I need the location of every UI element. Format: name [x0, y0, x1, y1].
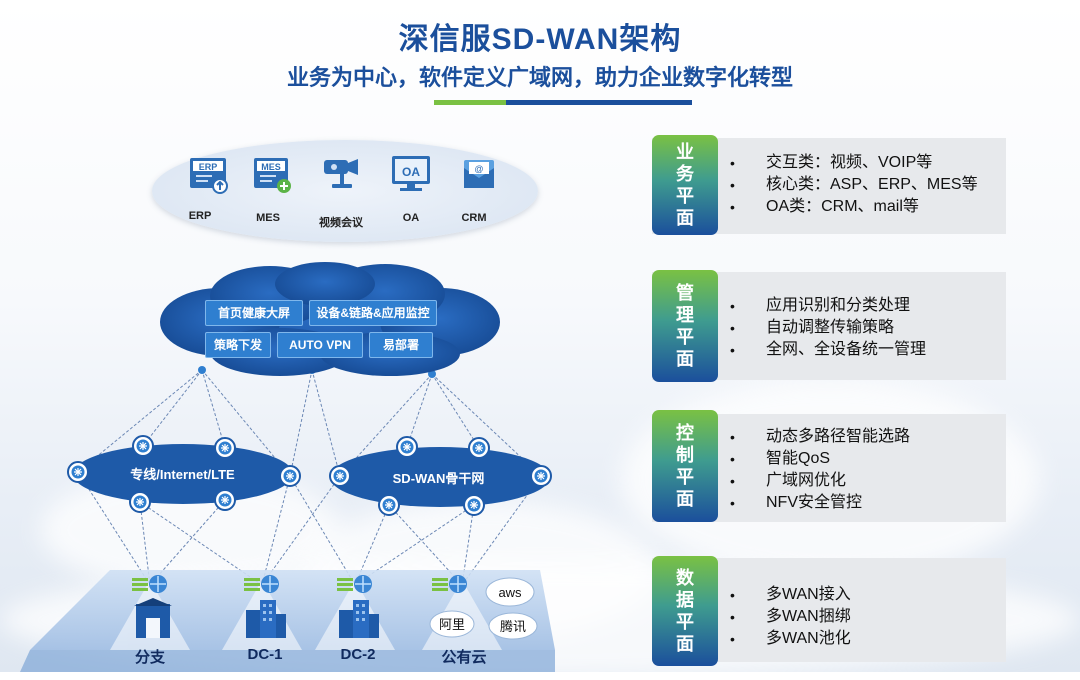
list-item: 多WAN接入 [730, 584, 851, 606]
list-item: 多WAN捆绑 [730, 606, 851, 628]
router-node-icon [378, 494, 400, 516]
list-item: 自动调整传输策略 [730, 317, 926, 339]
app-label-erp: ERP [188, 210, 212, 222]
plane-list-control: 动态多路径智能选路 智能QoS 广域网优化 NFV安全管控 [730, 426, 910, 514]
mgmt-easy-deploy: 易部署 [369, 332, 433, 358]
plane-list-management: 应用识别和分类处理 自动调整传输策略 全网、全设备统一管理 [730, 295, 926, 361]
title-underline-green [434, 100, 506, 105]
public-cloud-icon: aws 阿里 腾讯 [429, 575, 538, 640]
site-label-dc2: DC-2 [340, 646, 376, 663]
router-node-icon [67, 461, 89, 483]
crm-icon-text: @ [474, 164, 483, 174]
erp-icon-text: ERP [199, 162, 218, 172]
mgmt-monitoring: 设备&链路&应用监控 [309, 300, 437, 326]
datacenter-building-icon [337, 575, 379, 638]
list-item: 智能QoS [730, 448, 910, 470]
router-node-icon [279, 465, 301, 487]
plane-list-business: 交互类：视频、VOIP等 核心类：ASP、ERP、MES等 OA类：CRM、ma… [730, 152, 978, 218]
router-node-icon [530, 465, 552, 487]
mgmt-auto-vpn: AUTO VPN [277, 332, 363, 358]
site-label-branch: 分支 [134, 649, 165, 666]
site-label-public-cloud: 公有云 [441, 649, 487, 666]
router-node-icon [214, 437, 236, 459]
app-label-video: 视频会议 [319, 217, 363, 229]
router-node-icon [396, 436, 418, 458]
router-node-icon [129, 491, 151, 513]
plane-tag-business: 业务平面 [652, 135, 718, 235]
page-subtitle: 业务为中心，软件定义广域网，助力企业数字化转型 [286, 65, 793, 90]
crm-mail-icon: @ [464, 160, 494, 188]
router-node-icon [463, 494, 485, 516]
plane-tag-management: 管理平面 [652, 270, 718, 382]
site-label-dc1: DC-1 [247, 646, 283, 663]
title-underline-blue [506, 100, 692, 105]
video-camera-icon [324, 159, 358, 188]
cloud-tencent-label: 腾讯 [500, 619, 526, 635]
cloud-aws-label: aws [498, 585, 522, 600]
plane-tag-data: 数据平面 [652, 556, 718, 666]
router-node-icon [214, 489, 236, 511]
mes-icon-text: MES [261, 162, 281, 172]
branch-building-icon [132, 575, 172, 638]
list-item: 交互类：视频、VOIP等 [730, 152, 978, 174]
network-label-left: 专线/Internet/LTE [130, 467, 235, 482]
page-title: 深信服SD-WAN架构 [398, 23, 682, 56]
mes-icon: MES [254, 158, 291, 193]
list-item: 应用识别和分类处理 [730, 295, 926, 317]
app-label-oa: OA [402, 212, 420, 224]
mgmt-health-dashboard: 首页健康大屏 [205, 300, 303, 326]
list-item: 全网、全设备统一管理 [730, 339, 926, 361]
network-label-right: SD-WAN骨干网 [392, 471, 485, 486]
list-item: 多WAN池化 [730, 628, 851, 650]
cloud-aliyun-label: 阿里 [439, 618, 465, 633]
mgmt-policy-deploy: 策略下发 [205, 332, 271, 358]
datacenter-building-icon [244, 575, 286, 638]
list-item: NFV安全管控 [730, 492, 910, 514]
list-item: 动态多路径智能选路 [730, 426, 910, 448]
erp-icon: ERP [190, 158, 228, 194]
router-node-icon [329, 465, 351, 487]
list-item: OA类：CRM、mail等 [730, 196, 978, 218]
router-node-icon [132, 435, 154, 457]
oa-icon-text: OA [402, 165, 420, 179]
app-label-crm: CRM [461, 212, 487, 224]
app-label-mes: MES [256, 212, 280, 224]
list-item: 广域网优化 [730, 470, 910, 492]
plane-list-data: 多WAN接入 多WAN捆绑 多WAN池化 [730, 584, 851, 650]
plane-tag-control: 控制平面 [652, 410, 718, 522]
router-node-icon [468, 437, 490, 459]
oa-icon: OA [392, 156, 430, 191]
list-item: 核心类：ASP、ERP、MES等 [730, 174, 978, 196]
